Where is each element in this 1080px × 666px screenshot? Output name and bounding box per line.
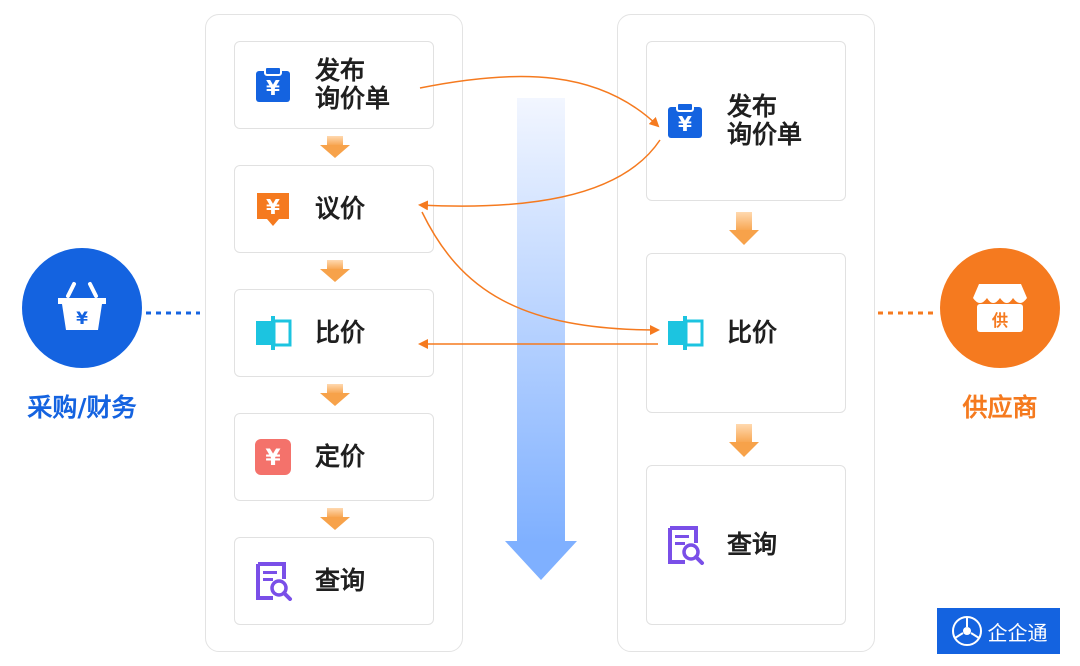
svg-text:¥: ¥ — [76, 309, 88, 329]
step-label: 定价 — [315, 442, 366, 471]
compare-icon — [668, 316, 704, 350]
clipboard-yen-icon: ¥ — [668, 102, 702, 138]
search-document-icon — [668, 526, 704, 565]
step-label: 比价 — [315, 318, 366, 347]
qiqitong-logo-icon — [951, 616, 982, 646]
svg-text:¥: ¥ — [266, 76, 280, 100]
flow-publish-to-supplier — [419, 75, 660, 128]
step-label: 发布 询价单 — [727, 92, 803, 149]
down-arrow-icon — [320, 260, 350, 282]
shop-icon: 供 — [973, 284, 1027, 332]
down-arrow-icon — [729, 212, 759, 245]
down-arrow-icon — [320, 384, 350, 406]
left-card-publish-inquiry[interactable]: ¥ 发布 询价单 — [234, 41, 434, 129]
compare-icon — [256, 316, 292, 350]
down-arrow-icon — [320, 136, 350, 158]
left-card-query[interactable]: 查询 — [234, 537, 434, 625]
search-document-icon — [256, 562, 292, 601]
step-label: 查询 — [315, 566, 366, 595]
step-label: 发布 询价单 — [315, 56, 391, 113]
basket-yen-icon: ¥ — [58, 282, 106, 330]
flow-supplier-to-negotiate — [418, 139, 661, 211]
clipboard-yen-icon: ¥ — [256, 66, 290, 102]
procurement-avatar[interactable]: ¥ — [22, 248, 142, 368]
right-card-compare[interactable]: 比价 — [646, 253, 846, 413]
timeline-arrow — [505, 98, 577, 580]
down-arrow-icon — [320, 508, 350, 530]
yen-tag-icon: ¥ — [257, 193, 289, 226]
supplier-avatar[interactable]: 供 — [940, 248, 1060, 368]
yen-price-icon: ¥ — [255, 439, 291, 475]
svg-text:供: 供 — [991, 311, 1008, 330]
svg-text:¥: ¥ — [265, 446, 281, 471]
step-label: 议价 — [315, 194, 366, 223]
brand-logo: 企企通 — [937, 608, 1060, 654]
left-step-arrows — [320, 136, 350, 530]
left-card-negotiate[interactable]: ¥ 议价 — [234, 165, 434, 253]
svg-text:¥: ¥ — [266, 195, 280, 219]
step-label: 查询 — [727, 530, 778, 559]
right-card-publish-inquiry[interactable]: ¥ 发布 询价单 — [646, 41, 846, 201]
logo-text: 企企通 — [987, 620, 1048, 645]
supplier-label: 供应商 — [962, 393, 1038, 422]
step-label: 比价 — [727, 318, 778, 347]
flow-negotiate-to-compare — [421, 211, 660, 335]
down-arrow-icon — [729, 424, 759, 457]
svg-text:¥: ¥ — [678, 112, 692, 136]
right-step-arrows — [729, 212, 759, 457]
left-card-set-price[interactable]: ¥ 定价 — [234, 413, 434, 501]
right-card-query[interactable]: 查询 — [646, 465, 846, 625]
procurement-label: 采购/财务 — [27, 393, 137, 422]
left-card-compare[interactable]: 比价 — [234, 289, 434, 377]
